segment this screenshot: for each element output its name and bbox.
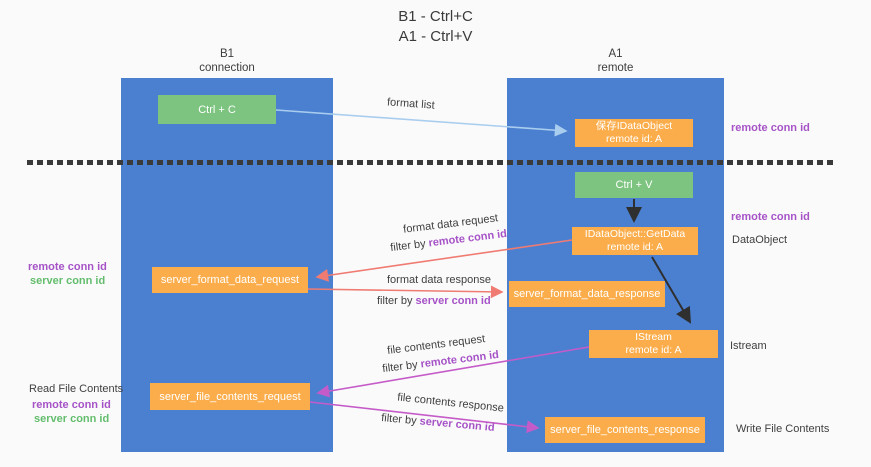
server-format-data-response-box: server_format_data_response — [509, 281, 665, 307]
filter-by-text: filter by — [389, 237, 430, 255]
filter-by-text: filter by — [380, 412, 421, 428]
save-idataobject-box: 保存IDataObject remote id: A — [575, 119, 693, 147]
server-format-data-request-box: server_format_data_request — [152, 267, 308, 293]
ctrl-c-box: Ctrl + C — [158, 95, 276, 124]
format-list-label: format list — [386, 96, 436, 112]
remote-conn-id-label-left2: remote conn id — [32, 399, 111, 411]
filter-key-text: server conn id — [419, 415, 496, 434]
filter-key-text: server conn id — [415, 295, 491, 307]
server-file-contents-response-label: server_file_contents_response — [550, 424, 700, 436]
format-data-response-arrow — [307, 285, 504, 299]
dataobject-label: DataObject — [732, 234, 788, 246]
istream-line1: IStream — [635, 331, 672, 343]
idataobject-getdata-box: IDataObject::GetData remote id: A — [572, 227, 698, 255]
lane-header-a1: A1 remote — [507, 47, 724, 75]
ctrl-v-label: Ctrl + V — [615, 179, 653, 191]
remote-conn-id-label-top: remote conn id — [731, 122, 810, 134]
server-file-contents-request-label: server_file_contents_request — [159, 390, 301, 403]
server-format-data-request-label: server_format_data_request — [160, 274, 300, 286]
istream-box: IStream remote id: A — [589, 330, 718, 358]
getdata-line1: IDataObject::GetData — [584, 228, 686, 240]
server-format-data-response-label: server_format_data_response — [513, 288, 661, 300]
ctrl-c-label: Ctrl + C — [198, 103, 236, 116]
format-data-response-filter-label: filter by server conn id — [377, 295, 491, 308]
save-idataobject-line1: 保存IDataObject — [595, 120, 673, 132]
write-file-contents-label: Write File Contents — [736, 423, 830, 435]
server-conn-id-label-left2: server conn id — [34, 413, 110, 425]
file-contents-response-label: file contents response — [396, 391, 505, 415]
server-file-contents-request-box: server_file_contents_request — [150, 383, 310, 410]
lane-b1-subtitle: connection — [199, 62, 255, 74]
server-conn-id-label-left1: server conn id — [30, 275, 106, 287]
format-data-response-label: format data response — [387, 274, 491, 286]
lane-a1-subtitle: remote — [597, 62, 634, 74]
server-file-contents-response-box: server_file_contents_response — [545, 417, 705, 443]
read-file-contents-label: Read File Contents — [29, 383, 124, 395]
istream-side-label: Istream — [730, 340, 767, 352]
file-contents-response-filter-label: filter by server conn id — [381, 412, 495, 435]
istream-line2: remote id: A — [625, 344, 682, 356]
remote-conn-id-label-left1: remote conn id — [28, 261, 107, 273]
lane-header-b1: B1 connection — [121, 47, 333, 75]
remote-conn-id-label-mid: remote conn id — [731, 211, 810, 223]
filter-by-text: filter by — [377, 295, 416, 307]
lane-a1-title: A1 — [608, 48, 623, 60]
title-line-2: A1 - Ctrl+V — [398, 28, 473, 45]
title-line-1: B1 - Ctrl+C — [398, 8, 473, 25]
lane-b1-title: B1 — [219, 48, 235, 60]
phase-divider-dashed-line — [27, 160, 833, 165]
save-idataobject-line2: remote id: A — [605, 133, 663, 145]
getdata-line2: remote id: A — [606, 241, 664, 253]
ctrl-v-box: Ctrl + V — [575, 172, 693, 198]
diagram-title: B1 - Ctrl+C A1 - Ctrl+V — [0, 7, 871, 47]
filter-by-text: filter by — [381, 358, 422, 376]
